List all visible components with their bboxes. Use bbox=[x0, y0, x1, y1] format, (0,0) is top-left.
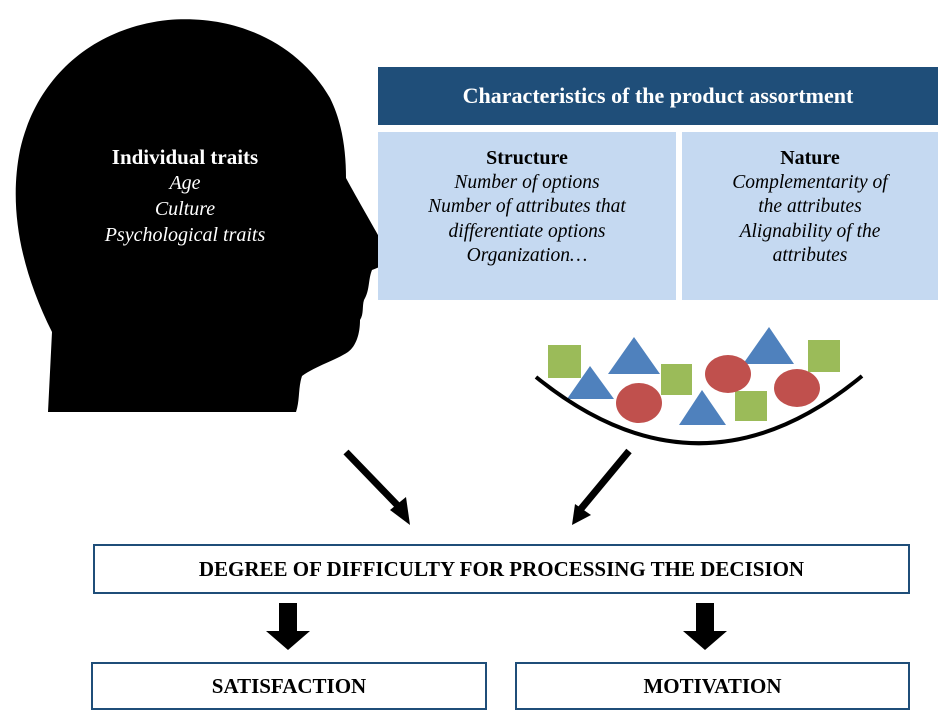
assortment-header: Characteristics of the product assortmen… bbox=[378, 67, 938, 125]
structure-line: Number of options bbox=[454, 171, 600, 193]
down-arrow-left-shaft bbox=[279, 603, 297, 633]
bowl-curve bbox=[534, 374, 864, 446]
nature-panel: Nature Complementarity of the attributes… bbox=[682, 132, 938, 300]
nature-title: Nature bbox=[780, 147, 840, 169]
head-shape bbox=[15, 19, 388, 412]
square-shape bbox=[661, 364, 692, 395]
nature-line: Alignability of the bbox=[739, 220, 881, 242]
structure-line: Number of attributes that bbox=[428, 196, 626, 217]
circle-shape bbox=[774, 369, 820, 407]
decision-difficulty-box: DEGREE OF DIFFICULTY FOR PROCESSING THE … bbox=[93, 544, 910, 594]
square-shape bbox=[808, 340, 840, 372]
diagonal-arrow-left bbox=[343, 449, 405, 513]
triangle-shape bbox=[608, 337, 660, 374]
individual-traits: Individual traits Age Culture Psychologi… bbox=[60, 144, 310, 248]
nature-line: Complementarity of bbox=[732, 171, 888, 193]
diagonal-arrowhead-left bbox=[390, 497, 410, 525]
down-arrow-right-shaft bbox=[696, 603, 714, 633]
trait-age: Age bbox=[169, 172, 201, 194]
circle-shape bbox=[616, 383, 662, 423]
trait-culture: Culture bbox=[154, 198, 216, 220]
satisfaction-box: SATISFACTION bbox=[91, 662, 487, 710]
triangle-shape bbox=[567, 366, 614, 399]
circle-shape bbox=[705, 355, 751, 393]
structure-line: Organization… bbox=[466, 245, 588, 266]
head-mark bbox=[314, 92, 317, 106]
diagonal-arrowhead-right bbox=[572, 504, 591, 525]
trait-psychological: Psychological traits bbox=[104, 224, 266, 246]
motivation-box: MOTIVATION bbox=[515, 662, 910, 710]
triangle-shape bbox=[679, 390, 726, 425]
structure-title: Structure bbox=[486, 147, 568, 169]
structure-line: differentiate options bbox=[448, 220, 606, 242]
down-arrow-left-head bbox=[266, 631, 310, 650]
individual-traits-title: Individual traits bbox=[111, 145, 259, 169]
nature-line: attributes bbox=[772, 245, 848, 266]
square-shape bbox=[735, 391, 767, 421]
structure-panel: Structure Number of options Number of at… bbox=[378, 132, 676, 300]
diagonal-arrow-right bbox=[577, 448, 632, 513]
square-shape bbox=[548, 345, 581, 378]
triangle-shape bbox=[743, 327, 794, 364]
down-arrow-right-head bbox=[683, 631, 727, 650]
nature-line: the attributes bbox=[758, 196, 862, 217]
